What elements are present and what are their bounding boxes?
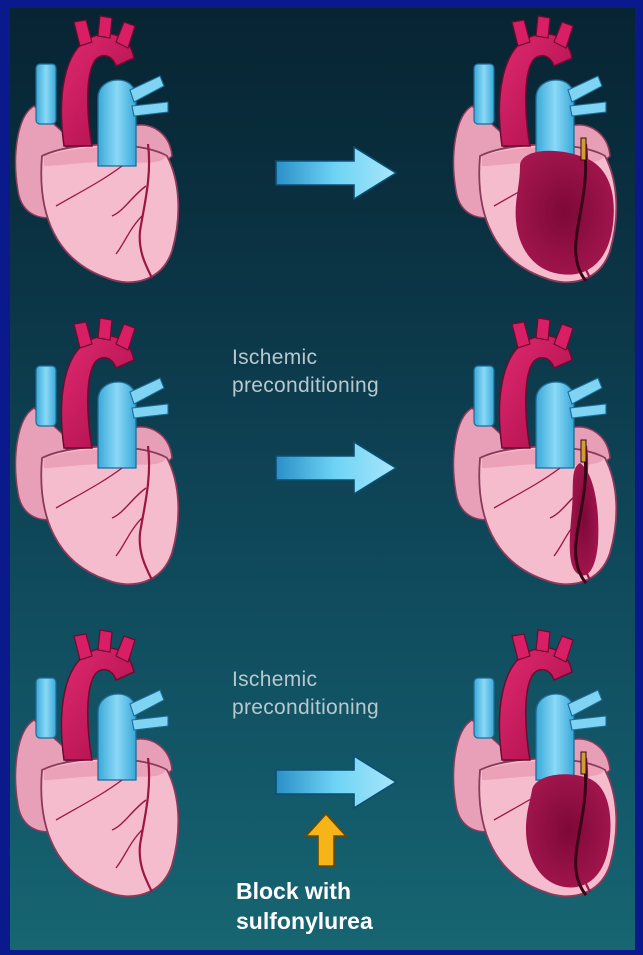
label-line2: preconditioning	[232, 694, 379, 722]
label-line1: Ischemic	[232, 344, 379, 372]
heart-infarct-row2	[454, 318, 617, 584]
treatment-arrow-row1	[276, 147, 396, 199]
label-line2: preconditioning	[232, 372, 379, 400]
preconditioning-label-row2: Ischemic preconditioning	[232, 344, 379, 400]
diagram-canvas	[10, 8, 635, 950]
block-label: Block with sulfonylurea	[236, 876, 373, 936]
block-label-line1: Block with	[236, 876, 373, 906]
treatment-arrow-row2	[276, 442, 396, 494]
heart-infarct-row3	[454, 630, 617, 896]
heart-normal-row3	[16, 630, 179, 896]
diagram-panel: Ischemic preconditioning Ischemic precon…	[10, 8, 635, 950]
treatment-arrow-row3	[276, 756, 396, 808]
block-arrow	[306, 814, 346, 866]
label-line1: Ischemic	[232, 666, 379, 694]
heart-normal-row1	[16, 16, 179, 282]
heart-infarct-row1	[454, 16, 617, 282]
block-label-line2: sulfonylurea	[236, 906, 373, 936]
heart-normal-row2	[16, 318, 179, 584]
preconditioning-label-row3: Ischemic preconditioning	[232, 666, 379, 722]
